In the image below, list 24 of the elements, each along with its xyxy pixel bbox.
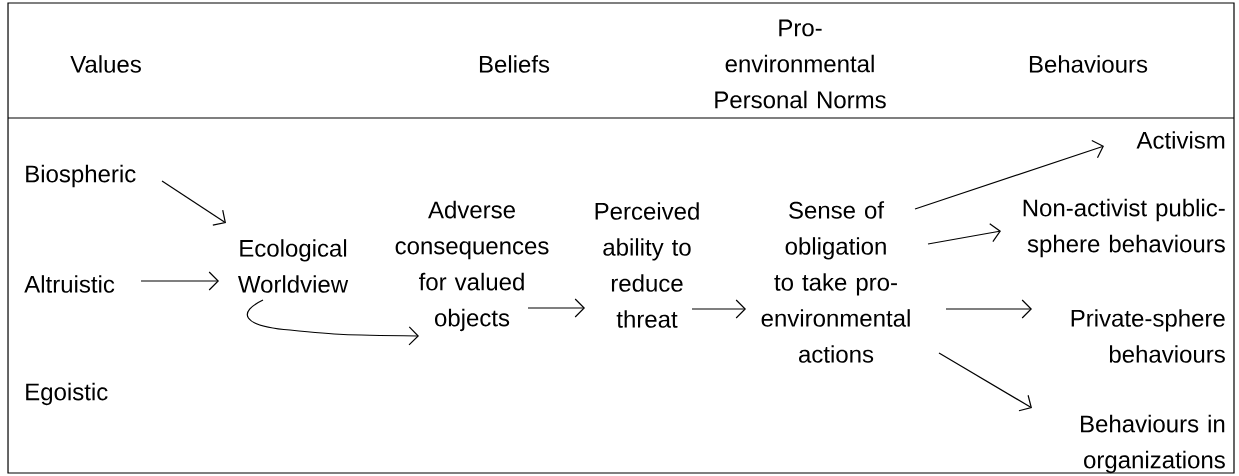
arrow	[938, 352, 1032, 412]
arrow	[140, 271, 219, 291]
concept-label: Biospheric	[26, 164, 136, 188]
column-heading: Pro-environmental Personal Norms	[715, 19, 886, 109]
arrow	[246, 299, 419, 346]
concept-label: Perceived ability to reduce threat	[595, 202, 699, 328]
column-heading: Beliefs	[479, 55, 550, 73]
column-heading: Values	[70, 55, 141, 73]
concept-label: Behaviours in organizations	[1081, 414, 1225, 474]
arrow	[914, 139, 1104, 210]
arrow	[927, 223, 1001, 245]
concept-label: Sense of obligation to take pro-environmental actions	[761, 201, 910, 363]
arrow	[945, 299, 1032, 319]
column-heading: Behaviours	[1029, 55, 1148, 73]
concept-label: Altruistic	[24, 275, 115, 293]
concept-label: Egoistic	[26, 382, 108, 406]
arrow	[527, 298, 585, 318]
concept-label: Adverse consequences for valued objects	[395, 200, 549, 332]
arrow	[161, 180, 226, 226]
concept-label: Ecological Worldview	[238, 239, 349, 293]
arrow	[691, 299, 746, 319]
concept-label: Activism	[1136, 131, 1225, 149]
concept-label: Private-sphere behaviours	[1071, 309, 1225, 363]
concept-label: Non-activist public-sphere behaviours	[1023, 198, 1225, 258]
